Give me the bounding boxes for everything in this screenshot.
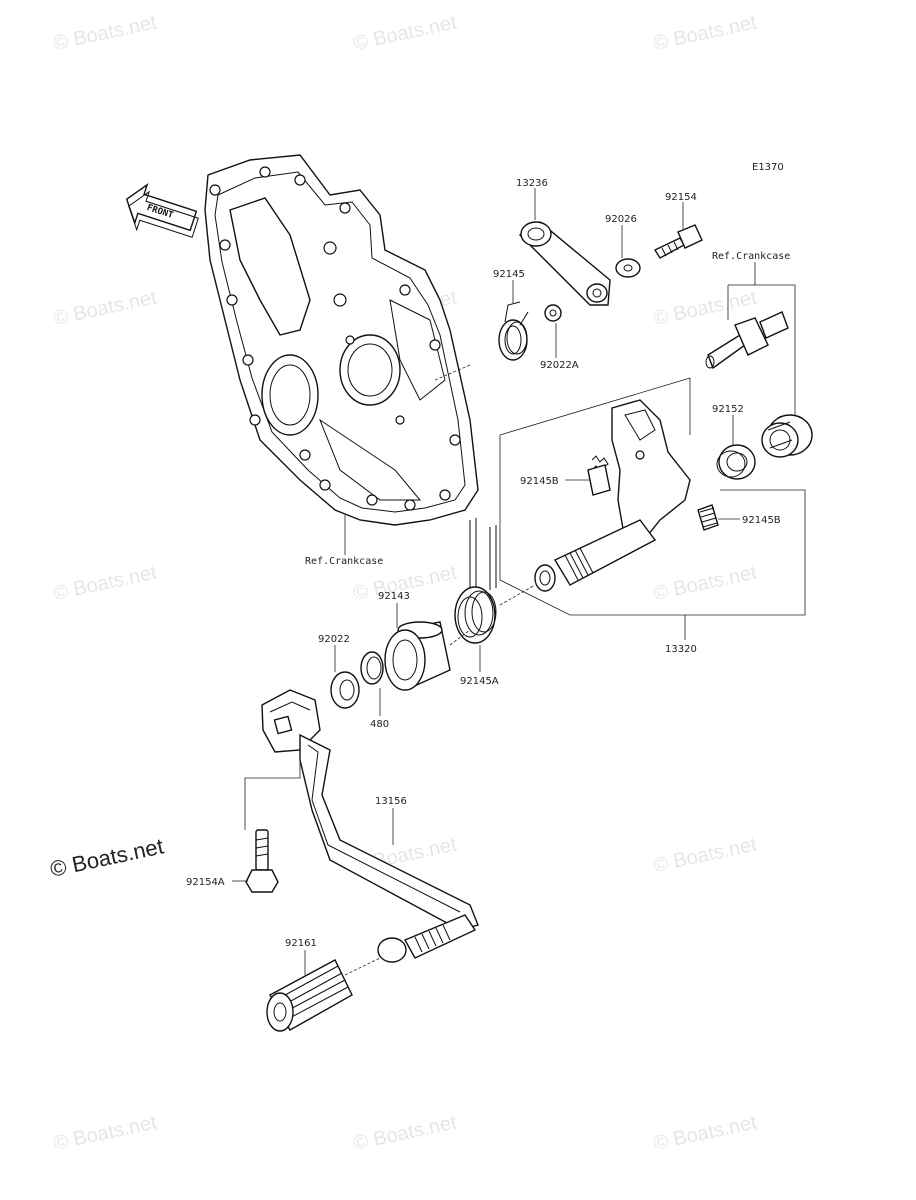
label-92154A: 92154A	[186, 877, 225, 888]
part-92145A-return-spring	[454, 518, 497, 644]
watermark: © Boats.net	[51, 11, 159, 54]
part-92154-bolt	[653, 224, 703, 259]
axis-line-collar	[449, 629, 471, 646]
watermark: © Boats.net	[351, 1111, 459, 1154]
part-stud-pin	[705, 311, 789, 370]
part-92145-spring	[498, 301, 529, 361]
label-92145B-left: 92145B	[520, 476, 559, 487]
part-13320-shift-shaft	[534, 399, 691, 592]
label-13156: 13156	[375, 796, 407, 807]
crankcase-gasket	[204, 154, 479, 526]
watermark: © Boats.net	[651, 561, 759, 604]
part-13236-lever	[518, 221, 611, 306]
watermarks: © Boats.net © Boats.net © Boats.net © Bo…	[48, 11, 759, 1154]
watermark: © Boats.net	[651, 1111, 759, 1154]
bracket-13320-lower	[499, 435, 806, 616]
label-13236: 13236	[516, 178, 548, 189]
watermark: © Boats.net	[651, 833, 759, 876]
watermark: © Boats.net	[51, 561, 159, 604]
part-92152-seal	[716, 444, 756, 480]
part-92143-collar	[384, 621, 451, 691]
part-92026-washer	[615, 258, 641, 278]
watermark: © Boats.net	[651, 11, 759, 54]
part-480-circlip	[360, 651, 384, 685]
part-needle-bearing	[761, 414, 813, 458]
label-92152: 92152	[712, 404, 744, 415]
label-ref-crankcase-top: Ref.Crankcase	[712, 251, 790, 262]
label-92154: 92154	[665, 192, 697, 203]
watermark-dark: © Boats.net	[48, 833, 166, 881]
front-arrow-icon: FRONT	[125, 183, 199, 238]
label-92161: 92161	[285, 938, 317, 949]
diagram-code: E1370	[752, 162, 784, 173]
label-92145B-right: 92145B	[742, 515, 781, 526]
part-13156-shift-pedal	[261, 689, 479, 963]
watermark: © Boats.net	[351, 11, 459, 54]
label-92022: 92022	[318, 634, 350, 645]
label-ref-crankcase-bottom: Ref.Crankcase	[305, 556, 383, 567]
bracket-13320-upper	[499, 377, 691, 436]
watermark: © Boats.net	[51, 286, 159, 329]
leader-bolt-to-pedal	[244, 752, 301, 800]
label-92145: 92145	[493, 269, 525, 280]
watermark: © Boats.net	[51, 1111, 159, 1154]
part-92145B-spring-left	[587, 455, 611, 496]
axis-line-spring	[499, 584, 536, 606]
label-92143: 92143	[378, 591, 410, 602]
leader-gasket-spring	[434, 364, 471, 381]
label-92026: 92026	[605, 214, 637, 225]
label-480: 480	[370, 719, 389, 730]
part-92154A-bolt	[245, 829, 279, 893]
bracket-ref-crankcase	[728, 284, 796, 420]
part-92022A-washer	[544, 304, 562, 322]
axis-line-rubber	[344, 957, 381, 976]
part-92161-pedal-rubber	[266, 959, 353, 1032]
part-92145B-spring-right	[697, 504, 719, 531]
part-92022-washer	[330, 671, 360, 709]
label-13320: 13320	[665, 644, 697, 655]
label-92022A: 92022A	[540, 360, 579, 371]
label-92145A: 92145A	[460, 676, 499, 687]
